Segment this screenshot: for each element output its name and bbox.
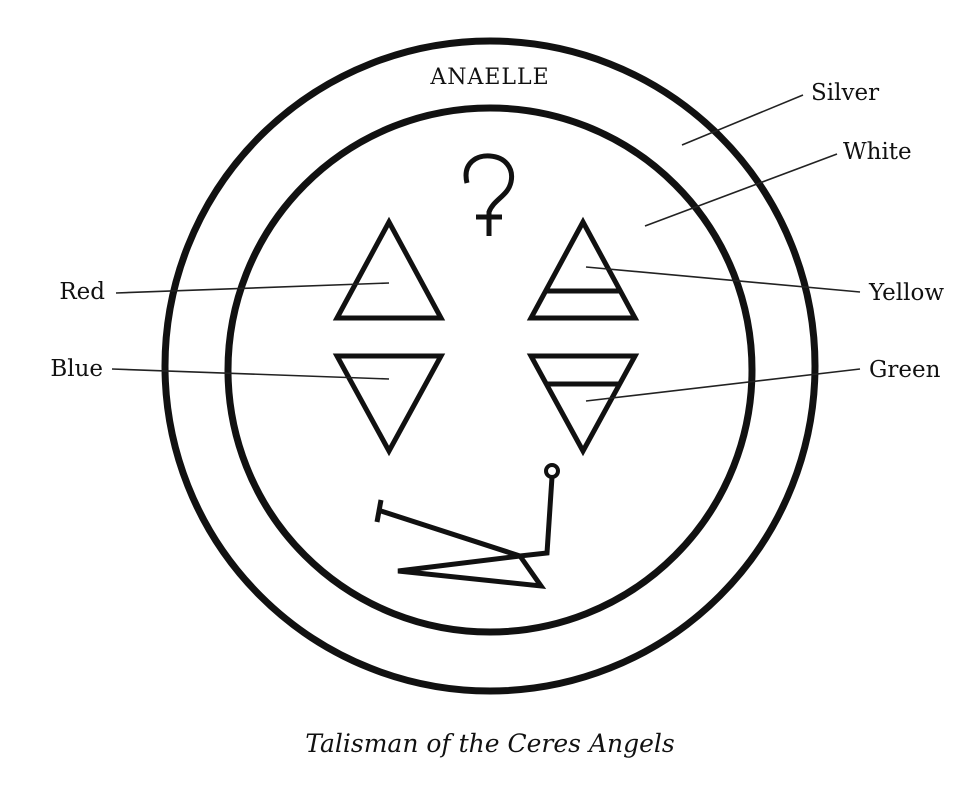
water-triangle-icon <box>332 353 446 457</box>
green-leader-line <box>585 368 861 402</box>
label-yellow: Yellow <box>868 280 944 306</box>
white-leader-line <box>644 153 838 227</box>
fire-triangle-icon <box>332 216 446 321</box>
figure-caption: Talisman of the Ceres Angels <box>305 729 674 758</box>
earth-triangle-icon <box>526 353 640 457</box>
yellow-leader-line <box>585 266 861 293</box>
blue-leader-line <box>111 368 390 380</box>
label-red: Red <box>59 279 105 305</box>
label-blue: Blue <box>50 356 103 382</box>
inner-ring <box>224 104 756 636</box>
label-white: White <box>843 139 912 165</box>
outer-ring <box>161 37 819 695</box>
ceres-symbol-icon <box>463 153 515 236</box>
ring-name: ANAELLE <box>429 65 549 90</box>
label-green: Green <box>869 357 941 383</box>
red-leader-line <box>115 282 390 294</box>
angel-sigil-icon <box>374 463 560 590</box>
air-triangle-icon <box>526 216 640 321</box>
label-silver: Silver <box>811 80 879 106</box>
silver-leader-line <box>681 94 804 146</box>
